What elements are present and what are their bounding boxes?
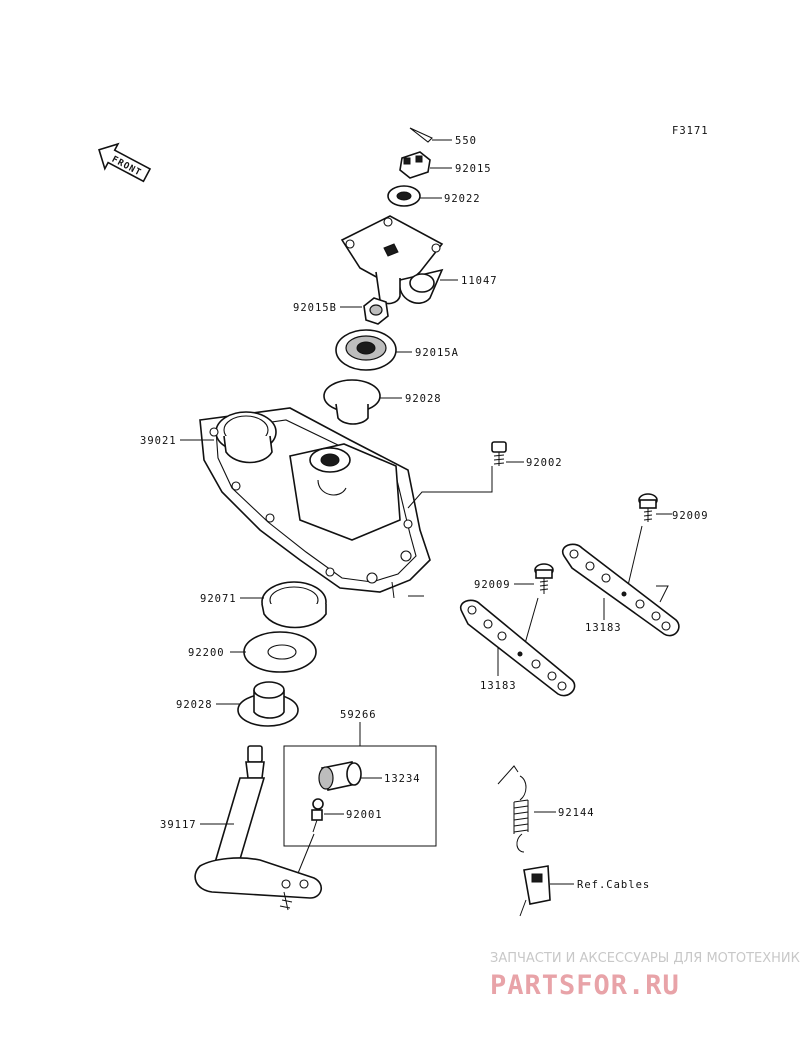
part-castle-nut	[399, 151, 452, 179]
part-nut-b	[340, 297, 389, 325]
part-seal	[240, 581, 327, 629]
callout-92200: 92200	[188, 647, 225, 659]
callout-39117: 39117	[160, 819, 197, 831]
part-washer-92200	[230, 631, 317, 673]
part-cotter-pin	[409, 127, 452, 143]
part-spring	[497, 765, 556, 853]
watermark-logo: PARTSFOR.RU	[490, 970, 680, 1001]
diagram-code: F3171	[672, 125, 709, 137]
part-kit-box	[283, 722, 437, 847]
part-plate-left	[459, 599, 576, 697]
part-shaft-lever	[194, 745, 322, 911]
part-locknut-a	[335, 329, 412, 371]
part-bushing-bottom	[216, 681, 299, 727]
callout-550: 550	[455, 135, 477, 147]
callout-13183-left: 13183	[480, 680, 517, 692]
callout-92009-right: 92009	[672, 510, 709, 522]
callout-92002: 92002	[526, 457, 563, 469]
part-housing	[180, 407, 493, 599]
callout-92009-mid: 92009	[474, 579, 511, 591]
part-cable-bracket	[519, 865, 574, 917]
part-washer	[387, 185, 442, 207]
callout-92015: 92015	[455, 163, 492, 175]
front-arrow-icon: FRONT	[98, 142, 152, 183]
callout-92001: 92001	[346, 809, 383, 821]
callout-92028-bottom: 92028	[176, 699, 213, 711]
callout-92028-top: 92028	[405, 393, 442, 405]
callout-39021: 39021	[140, 435, 177, 447]
callout-59266: 59266	[340, 709, 377, 721]
callout-11047: 11047	[461, 275, 498, 287]
watermark-tagline: ЗАПЧАСТИ И АКСЕССУАРЫ ДЛЯ МОТОТЕХНИКИ	[490, 951, 800, 966]
part-plate-right	[561, 543, 680, 637]
callout-92071: 92071	[200, 593, 237, 605]
callout-ref-cables: Ref.Cables	[577, 879, 650, 891]
callout-13234: 13234	[384, 773, 421, 785]
callout-13183-right: 13183	[585, 622, 622, 634]
part-screw-right	[625, 493, 672, 595]
callout-92015b: 92015B	[293, 302, 337, 314]
part-bolt-92002	[491, 441, 524, 466]
callout-92022: 92022	[444, 193, 481, 205]
part-bracket	[340, 215, 458, 305]
callout-92144: 92144	[558, 807, 595, 819]
part-bushing-top	[323, 379, 402, 425]
part-pin-13234	[318, 761, 382, 791]
callout-92015a: 92015A	[415, 347, 459, 359]
